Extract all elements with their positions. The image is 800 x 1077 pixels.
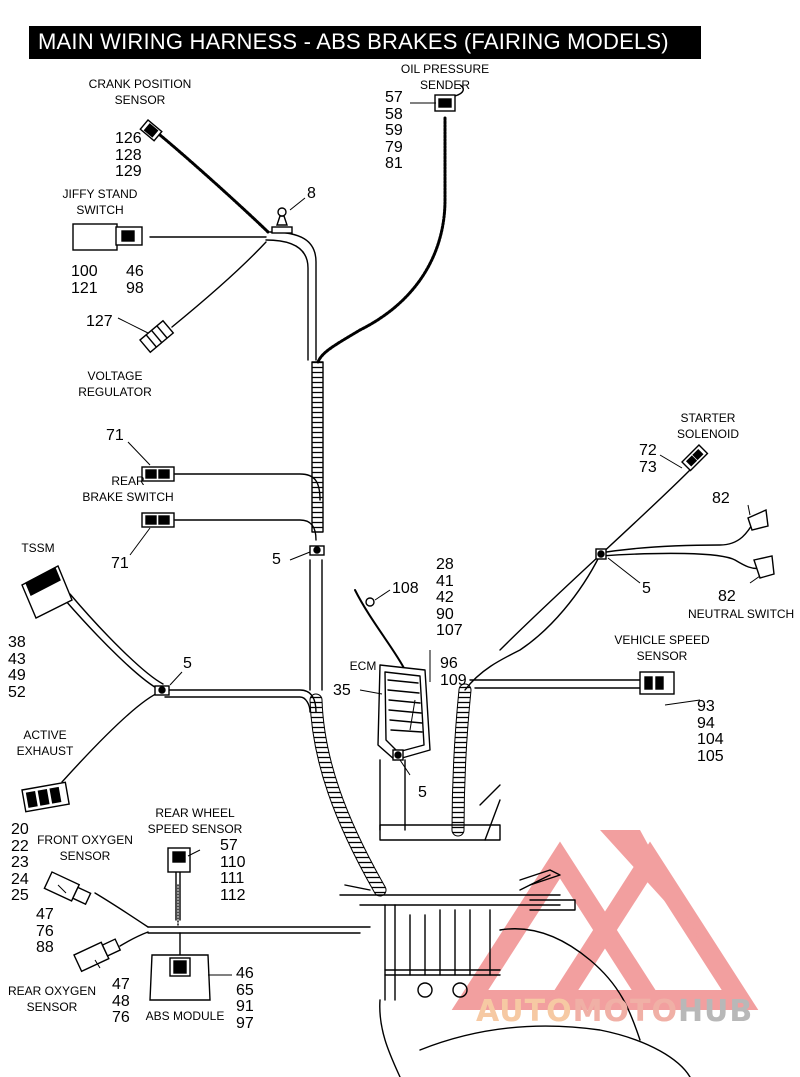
harness-clip-8 <box>271 207 293 234</box>
callout-brake-switch-top: 71 <box>106 427 124 444</box>
trunk-wire <box>269 231 317 361</box>
crank-sensor-connector <box>139 119 163 142</box>
callout-ecm-35: 35 <box>333 682 351 699</box>
callout-brake-switch-bottom: 71 <box>111 555 129 572</box>
callout-neutral-top: 82 <box>712 490 730 507</box>
rear-brake-switch-connector-top <box>141 466 175 482</box>
harness-clip-5-center <box>309 545 325 556</box>
harness-clip-5-right <box>595 548 607 560</box>
abs-module <box>149 954 211 1001</box>
oil-wire <box>316 116 447 364</box>
title-bar <box>29 26 701 59</box>
diagram-title: MAIN WIRING HARNESS - ABS BRAKES (FAIRIN… <box>38 29 669 54</box>
neutral-switch-label: NEUTRAL SWITCH <box>688 607 795 621</box>
crank-wire <box>158 133 270 234</box>
harness-clip-5-left <box>154 685 170 696</box>
callout-neutral-bottom: 82 <box>718 588 736 605</box>
rear-wheel-speed-sensor-connector <box>167 847 191 873</box>
callout-clip-5-center: 5 <box>272 551 281 568</box>
callout-clip-5-left: 5 <box>183 655 192 672</box>
callout-clip-8: 8 <box>307 185 316 202</box>
ecm-label: ECM <box>349 659 377 673</box>
active-exhaust-connector <box>21 781 70 813</box>
voltage-regulator-connector <box>139 319 175 354</box>
jiffy-stand-switch <box>72 223 143 251</box>
rear-brake-switch-connector-bottom <box>141 512 175 528</box>
watermark-logo <box>451 830 759 1010</box>
ecm-body <box>377 664 431 761</box>
starter-solenoid-connector <box>681 444 709 472</box>
front-oxygen-sensor-connector <box>43 871 92 906</box>
watermark-text: AUTOMOTOHUB <box>476 994 754 1029</box>
conduit-upper <box>311 361 324 533</box>
callout-clip-5-ecm: 5 <box>418 784 427 801</box>
callout-part-108: 108 <box>392 580 419 597</box>
neutral-switch-terminal-bottom <box>753 555 775 579</box>
tssm-module <box>21 565 73 619</box>
tssm-label: TSSM <box>21 541 55 555</box>
neutral-switch-terminal-top <box>747 508 769 531</box>
rear-oxygen-sensor-connector <box>73 938 122 973</box>
vehicle-speed-sensor-connector <box>639 671 675 695</box>
callout-regulator: 127 <box>86 313 113 330</box>
abs-module-label: ABS MODULE <box>145 1009 225 1023</box>
callout-clip-5-right: 5 <box>642 580 651 597</box>
part-108-tie <box>365 597 375 607</box>
harness-clip-5-ecm <box>392 749 404 761</box>
